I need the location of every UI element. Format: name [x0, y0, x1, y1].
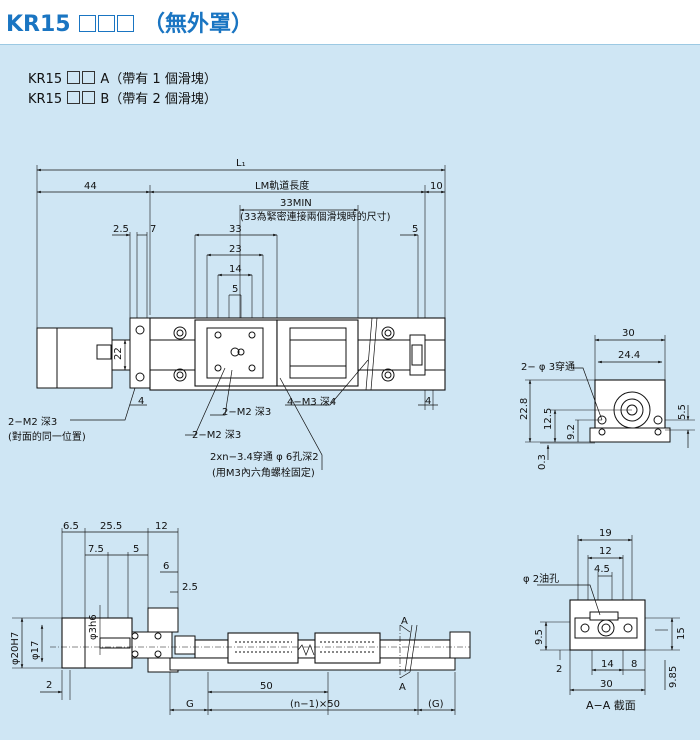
dim-side-2-5: 2.5: [182, 582, 198, 593]
dim-side-pitch: (n−1)×50: [290, 699, 340, 710]
dim-2-5: 2.5: [113, 224, 129, 235]
dim-sec-30: 30: [600, 679, 613, 690]
dim-side-phi17: φ17: [30, 641, 41, 660]
dim-side-7-5: 7.5: [88, 544, 104, 555]
dim-sec-14: 14: [601, 659, 614, 670]
dim-sec-19: 19: [599, 528, 612, 539]
dim-sec-4-5: 4.5: [594, 564, 610, 575]
placeholder-box-icon: [117, 15, 135, 32]
end-view: [525, 335, 695, 460]
dim-end-30: 30: [622, 328, 635, 339]
section-marker-a-bottom: A: [399, 682, 406, 693]
note-m2-slider-2: 2−M2 深3: [222, 406, 271, 418]
dim-sec-2: 2: [556, 664, 562, 675]
dim-sec-8: 8: [631, 659, 637, 670]
note-m3: 4−M3 深4: [287, 396, 336, 408]
dim-23: 23: [229, 244, 242, 255]
dim-end-12-5: 12.5: [543, 408, 554, 430]
dim-side-12: 12: [155, 521, 168, 532]
note-m2-slider: 2−M2 深3: [192, 429, 241, 441]
dim-side-50: 50: [260, 681, 273, 692]
variant-b-prefix: KR15: [28, 92, 63, 107]
dim-33: 33: [229, 224, 242, 235]
dim-14: 14: [229, 264, 242, 275]
dim-sec-9-85: 9.85: [668, 666, 679, 688]
dim-sec-9-5: 9.5: [534, 629, 545, 645]
dim-side-g: G: [186, 699, 194, 710]
side-view: [12, 528, 471, 715]
dim-5-right: 5: [412, 224, 418, 235]
dim-end-9-2: 9.2: [566, 424, 577, 440]
dim-4-left: 4: [138, 396, 144, 407]
variant-a-label: KR15 A（帶有 1 個滑塊）: [28, 68, 217, 87]
note-holes-sub: (用M3內六角螺栓固定): [212, 466, 315, 479]
section-marker-a-top: A: [401, 616, 408, 627]
top-view: [36, 165, 446, 470]
dim-sec-15: 15: [676, 627, 687, 640]
placeholder-box-icon: [67, 71, 81, 84]
section-caption: A−A 截面: [586, 698, 636, 712]
dim-10: 10: [430, 181, 443, 192]
dim-5: 5: [232, 284, 238, 295]
title-suffix: （無外罩）: [142, 12, 253, 37]
dim-7: 7: [150, 224, 156, 235]
variant-a-prefix: KR15: [28, 72, 63, 87]
title-bar: KR15 （無外罩）: [0, 0, 700, 45]
placeholder-box-icon: [82, 91, 96, 104]
section-view: [537, 535, 680, 695]
note-m2-opposite: 2−M2 深3: [8, 416, 57, 428]
title-prefix: KR15: [6, 12, 71, 37]
dim-side-6-5: 6.5: [63, 521, 79, 532]
placeholder-box-icon: [82, 71, 96, 84]
dim-33min-note: (33為緊密連接兩個滑塊時的尺寸): [240, 210, 391, 223]
dim-side-phi20: φ20H7: [10, 632, 21, 665]
note-holes: 2xn−3.4穿通 φ 6孔深2: [210, 450, 319, 463]
placeholder-box-icon: [67, 91, 81, 104]
dim-side-2: 2: [46, 680, 52, 691]
dim-side-25-5: 25.5: [100, 521, 122, 532]
dim-sec-12: 12: [599, 546, 612, 557]
variant-a-suffix: A（帶有 1 個滑塊）: [100, 72, 217, 87]
dim-end-24-4: 24.4: [618, 350, 640, 361]
note-oil-hole: φ 2油孔: [523, 572, 559, 585]
dim-l1: L₁: [236, 158, 246, 169]
dim-4-right: 4: [425, 396, 431, 407]
variant-b-suffix: B（帶有 2 個滑塊）: [100, 92, 217, 107]
dim-end-0-3: 0.3: [537, 454, 548, 470]
dim-side-g2: (G): [428, 699, 444, 710]
variant-b-label: KR15 B（帶有 2 個滑塊）: [28, 88, 217, 107]
note-end-holes: 2− φ 3穿通: [521, 360, 575, 373]
placeholder-box-icon: [98, 15, 116, 32]
dim-22: 22: [113, 347, 124, 360]
dim-end-5-5: 5.5: [677, 404, 688, 420]
dim-side-5: 5: [133, 544, 139, 555]
dim-rail-length: LM軌道長度: [255, 179, 309, 192]
dim-33min: 33MIN: [280, 198, 312, 209]
placeholder-box-icon: [79, 15, 97, 32]
dim-end-22-8: 22.8: [519, 398, 530, 420]
page-title: KR15 （無外罩）: [6, 6, 253, 38]
note-m2-opposite-sub: (對面的同一位置): [8, 430, 86, 443]
dim-side-phi3: φ3h6: [88, 614, 99, 640]
dim-side-6: 6: [163, 561, 169, 572]
dim-44: 44: [84, 181, 97, 192]
